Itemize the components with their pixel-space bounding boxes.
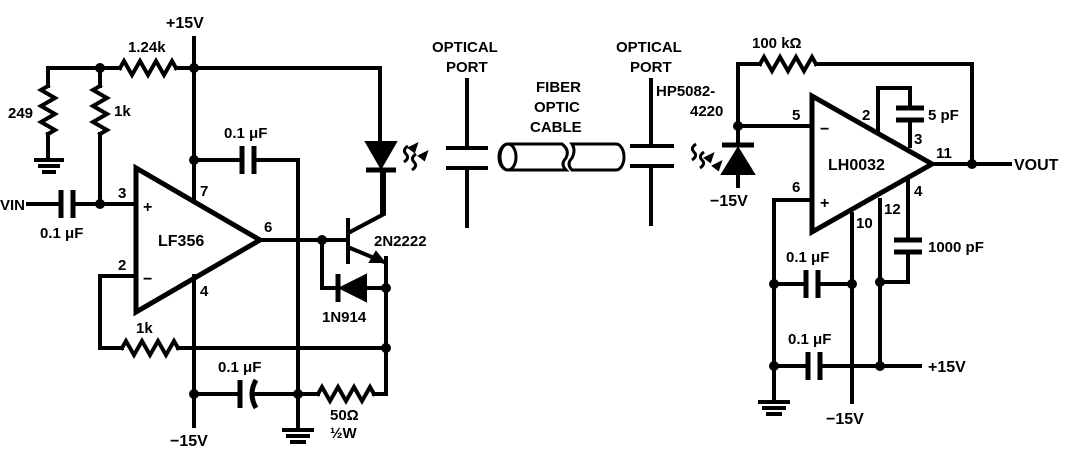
diode-1n914-label: 1N914 [322,309,367,326]
pin-4: 4 [200,283,209,300]
capacitor-bypass-pos-label: 0.1 μF [224,125,267,142]
resistor-1-24k-label: 1.24k [128,39,166,56]
opamp-lf356-label: LF356 [158,233,204,250]
vin-label: VIN [0,197,25,214]
light-emission-icon [402,142,429,172]
fiber-cable-line2: OPTIC [534,99,580,116]
resistor-249 [36,83,60,137]
junction-dot [875,277,885,287]
opamp-lf356-minus: − [143,271,152,288]
opamp-lh0032-plus: + [820,195,829,212]
fiber-cable-line3: CABLE [530,119,582,136]
pin-6: 6 [264,219,272,236]
junction-dot [875,361,885,371]
capacitor-1000pf-label: 1000 pF [928,239,984,256]
resistor-249-label: 249 [8,105,33,122]
pin-7: 7 [200,183,208,200]
junction-dot [189,63,199,73]
pin-2-rx: 2 [862,107,870,124]
photodiode-label-line1: HP5082- [656,83,715,100]
tx-supply-pos-label: +15V [166,15,204,32]
rx-supply-neg-label: −15V [826,411,864,428]
pin-12: 12 [884,201,901,218]
rx-supply-pos-label: +15V [928,359,966,376]
resistor-1k-bias [88,83,112,137]
optical-port-right-line1: OPTICAL [616,39,682,56]
photodiode-label-line2: 4220 [690,103,723,120]
transistor-2n2222-label: 2N2222 [374,233,427,250]
optical-port-left-line1: OPTICAL [432,39,498,56]
vout-label: VOUT [1014,157,1059,174]
optical-port-right [630,78,674,226]
opamp-lf356-plus: + [143,199,152,216]
resistor-100k-label: 100 kΩ [752,35,802,52]
junction-dot [847,279,857,289]
light-receive-icon [690,142,723,172]
pin-4-rx: 4 [914,183,923,200]
pin-3-rx: 3 [914,131,922,148]
resistor-1k-feedback [119,336,181,360]
fiber-cable-line1: FIBER [536,79,581,96]
capacitor-bypass-2-label: 0.1 μF [788,331,831,348]
resistor-50-ohm-label: 50Ω [330,407,359,424]
junction-dot [381,283,391,293]
capacitor-bypass-1-label: 0.1 μF [786,249,829,266]
capacitor-input-label: 0.1 μF [40,225,83,242]
resistor-1k-feedback-label: 1k [136,320,153,337]
feedback-100k-wire-right [814,62,974,166]
optical-port-left-line2: PORT [446,59,488,76]
opamp-lh0032-minus: − [820,121,829,138]
tx-supply-neg-label: −15V [170,433,208,450]
pin-5: 5 [792,107,800,124]
photodiode-bias-label: −15V [710,193,748,210]
pin-11: 11 [936,145,952,162]
feedback-100k-wire-left [736,62,762,128]
resistor-1k-bias-label: 1k [114,103,131,120]
opamp-lh0032-label: LH0032 [828,157,885,174]
resistor-50-ohm [315,382,377,406]
diode-1n914-wire-left [320,238,338,290]
emitter-wire [372,256,388,396]
transmitter-section: +15V 1.24k 249 1k VIN 0.1 μF [0,15,429,450]
fiber-optic-cable [497,142,626,172]
diode-1n914 [337,273,367,303]
opamp-lf356 [133,163,265,317]
optical-link-section: OPTICAL PORT FIBER OPTIC CABLE OPTICAL P… [432,39,682,228]
capacitor-5pf-label: 5 pF [928,107,959,124]
ground-icon [758,400,790,416]
pin-3: 3 [118,185,126,202]
noninv-input-wire [772,198,814,400]
ground-bus-wire [254,158,300,430]
comp-5pf-wire-top [876,86,912,132]
photodiode-icon [720,146,756,175]
capacitor-bypass-neg-label: 0.1 μF [218,359,261,376]
pin-10: 10 [856,215,873,232]
optical-port-left [446,78,488,228]
pin-2: 2 [118,257,126,274]
resistor-1-24k [117,56,179,80]
comp-1000pf-wire-bottom [878,252,910,284]
optical-port-right-line2: PORT [630,59,672,76]
junction-dot [967,159,977,169]
pin-6-rx: 6 [792,179,800,196]
led-icon [364,141,398,171]
opamp-lh0032 [809,91,938,237]
ground-icon [34,158,64,174]
receiver-section: HP5082- 4220 −15V 100 kΩ 5 LH0032 − + [656,35,1059,428]
resistor-100k [757,52,819,76]
resistor-50-ohm-power: ½W [330,425,358,442]
ground-icon [282,428,314,444]
